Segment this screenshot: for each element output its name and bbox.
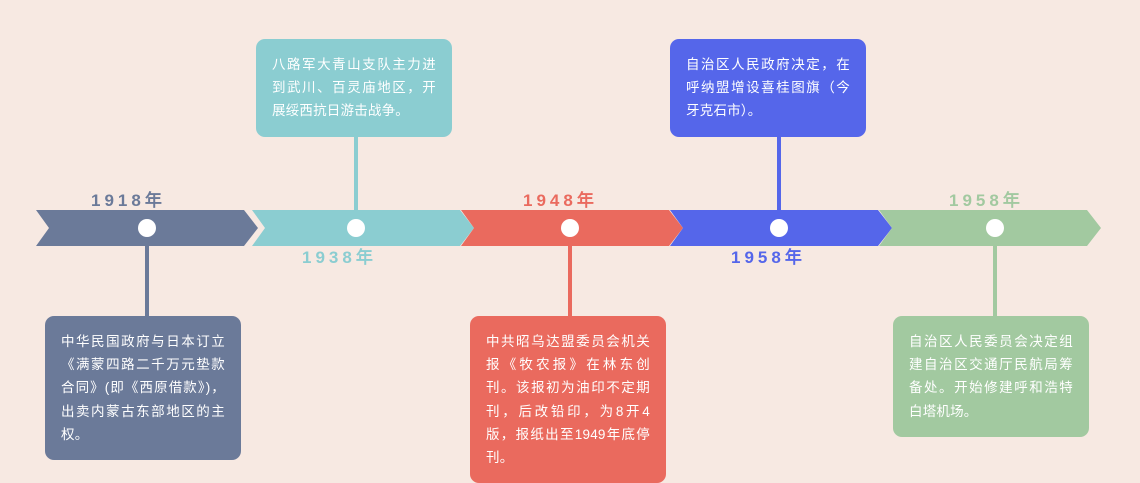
connector-line-1948 (568, 228, 572, 320)
timeline-marker-1918[interactable] (138, 219, 156, 237)
year-label-1938: 1938年 (302, 248, 377, 267)
connector-line-1958-a (777, 136, 781, 228)
year-label-1948: 1948年 (523, 191, 598, 210)
year-label-1918: 1918年 (91, 191, 166, 210)
event-card-1938[interactable]: 八路军大青山支队主力进到武川、百灵庙地区，开展绥西抗日游击战争。 (256, 39, 452, 137)
event-card-1958-b[interactable]: 自治区人民委员会决定组建自治区交通厅民航局筹备处。开始修建呼和浩特白塔机场。 (893, 316, 1089, 437)
timeline-marker-1958-b[interactable] (986, 219, 1004, 237)
connector-line-1918 (145, 228, 149, 320)
event-card-1958-a[interactable]: 自治区人民政府决定，在呼纳盟增设喜桂图旗（今牙克石市）。 (670, 39, 866, 137)
event-card-1948[interactable]: 中共昭乌达盟委员会机关报《牧农报》在林东创刊。该报初为油印不定期刊，后改铅印，为… (470, 316, 666, 483)
connector-line-1958-b (993, 228, 997, 320)
event-card-1918[interactable]: 中华民国政府与日本订立《满蒙四路二千万元垫款合同》(即《西原借款》)，出卖内蒙古… (45, 316, 241, 461)
year-label-1958-a: 1958年 (731, 248, 806, 267)
timeline-marker-1948[interactable] (561, 219, 579, 237)
timeline-marker-1938[interactable] (347, 219, 365, 237)
connector-line-1938 (354, 136, 358, 228)
year-label-1958-b: 1958年 (949, 191, 1024, 210)
timeline-marker-1958-a[interactable] (770, 219, 788, 237)
